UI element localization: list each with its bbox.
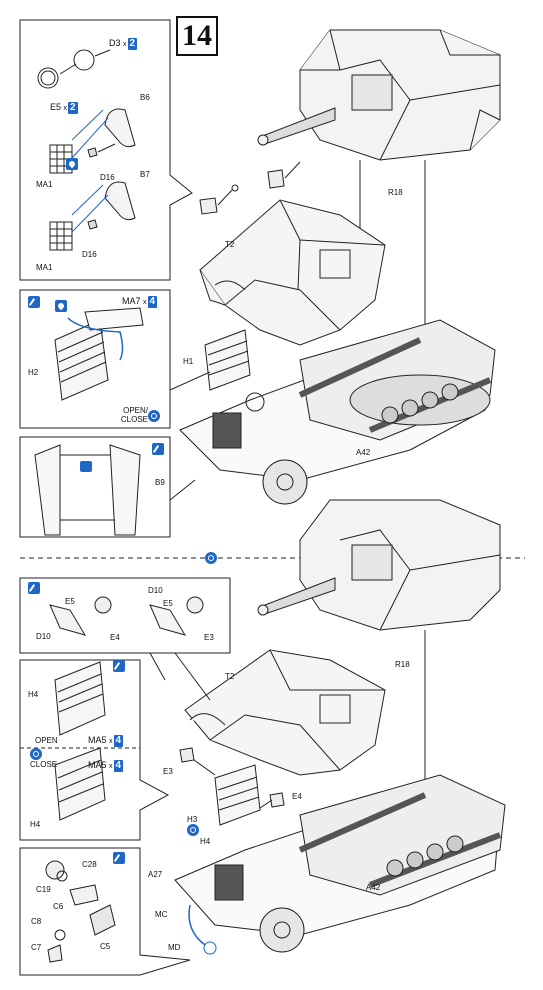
- part-label: H2: [28, 368, 39, 377]
- glue-drop-icon: [66, 158, 78, 170]
- part-label: E4: [292, 792, 302, 801]
- part-label: B9: [155, 478, 165, 487]
- cab-body-drawing-top: [199, 199, 386, 346]
- step-number: 14: [176, 16, 218, 56]
- qty-count: 4: [147, 296, 158, 308]
- part-label: H1: [183, 357, 194, 366]
- movable-part-icon: [187, 824, 199, 836]
- brush-icon: [28, 296, 40, 308]
- movable-part-icon: [30, 748, 42, 760]
- part-label: A42: [356, 448, 371, 457]
- part-label: C7: [31, 943, 42, 952]
- part-label: MA1: [36, 180, 53, 189]
- part-label: E3: [204, 633, 214, 642]
- part-label: R18: [388, 188, 403, 197]
- part-label: MA1: [36, 263, 53, 272]
- part-label: A27: [148, 870, 163, 879]
- qty-mult: x: [143, 299, 147, 306]
- brush-icon: [113, 660, 125, 672]
- part-label-d3: D3: [109, 38, 121, 48]
- movable-part-icon: [148, 410, 160, 422]
- glue-drop-icon: [55, 300, 67, 312]
- part-label: E5: [65, 597, 75, 606]
- close-label: CLOSE: [30, 760, 58, 769]
- part-label: H4: [200, 837, 211, 846]
- part-label: D16: [100, 173, 115, 182]
- cut-icon: [80, 461, 92, 472]
- part-label: B7: [140, 170, 150, 179]
- qty-mult: x: [123, 41, 127, 48]
- brush-icon: [28, 582, 40, 594]
- part-label-ma5: MA5: [88, 760, 107, 770]
- part-label: H3: [187, 815, 198, 824]
- part-label: C19: [36, 885, 51, 894]
- part-label: D10: [148, 586, 163, 595]
- open-close-label: OPEN/ CLOSE: [120, 406, 148, 424]
- chassis-drawing-bottom: [174, 774, 506, 955]
- chassis-drawing-top: [179, 319, 496, 505]
- qty-mult: x: [109, 738, 113, 745]
- qty-mult: x: [109, 763, 113, 770]
- movable-part-icon: [205, 552, 217, 564]
- part-label: D10: [36, 632, 51, 641]
- part-label: D16: [82, 250, 97, 259]
- part-label: T2: [225, 672, 235, 681]
- qty-count: 4: [113, 735, 124, 747]
- part-label: H4: [28, 690, 39, 699]
- part-label: C8: [31, 917, 42, 926]
- qty-count: 4: [113, 760, 124, 772]
- part-label: MD: [168, 943, 181, 952]
- part-label-e5: E5: [50, 102, 62, 112]
- qty-mult: x: [63, 105, 68, 112]
- part-label: R18: [395, 660, 410, 669]
- part-label: C5: [100, 942, 111, 951]
- part-label: MC: [155, 910, 168, 919]
- part-label-ma5: MA5: [88, 735, 107, 745]
- qty-count: 2: [68, 102, 78, 114]
- part-label: T2: [225, 240, 235, 249]
- part-label: H4: [30, 820, 41, 829]
- part-label: E5: [163, 599, 173, 608]
- brush-icon: [152, 443, 164, 455]
- qty-count: 2: [127, 38, 138, 50]
- part-label: E4: [110, 633, 120, 642]
- part-label: B6: [140, 93, 150, 102]
- open-label: OPEN: [35, 736, 58, 745]
- louver-h1-drawing: [204, 329, 251, 391]
- part-label-ma7: MA7: [122, 296, 141, 306]
- part-label: E3: [163, 767, 173, 776]
- upper-hull-drawing: [257, 29, 501, 161]
- part-label: C28: [82, 860, 97, 869]
- cab-body-drawing-bottom: [184, 649, 386, 776]
- part-label: C6: [53, 902, 64, 911]
- part-label: A42: [366, 883, 381, 892]
- upper-hull-drawing-bottom: [257, 499, 501, 631]
- brush-icon: [113, 852, 125, 864]
